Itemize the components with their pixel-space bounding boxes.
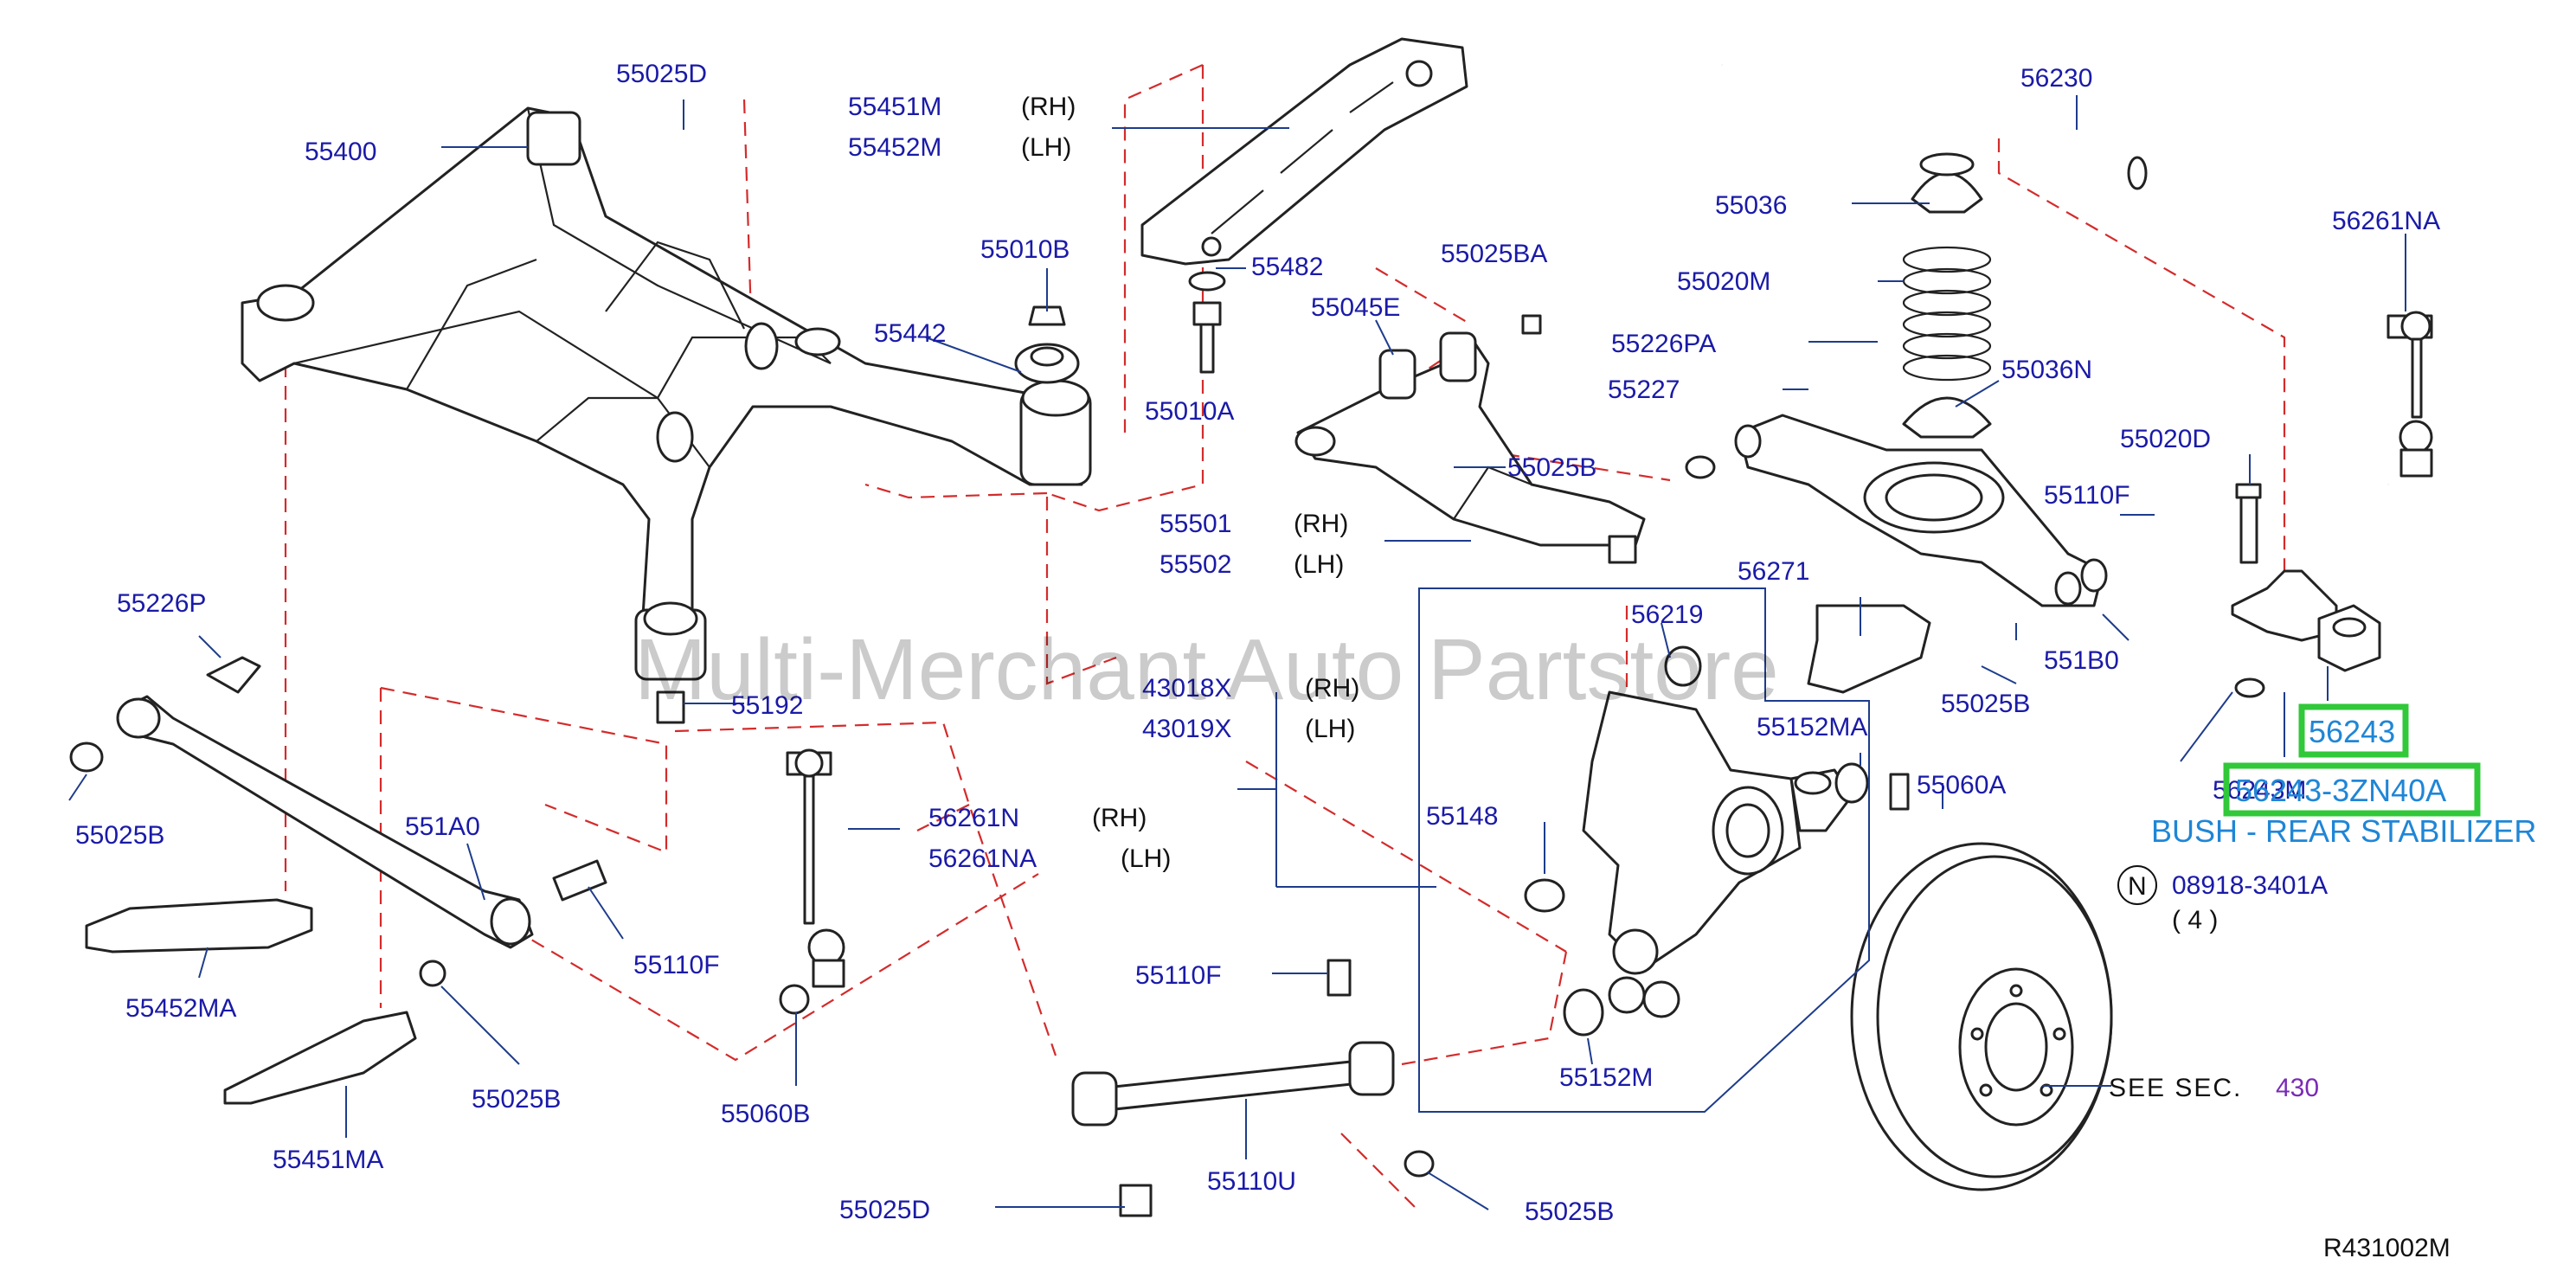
highlight-box-56243[interactable]: [2298, 703, 2409, 758]
see-section-link[interactable]: 430: [2276, 1074, 2319, 1102]
label-56261na-mid[interactable]: 56261NA: [928, 844, 1037, 873]
lower-link-55110u-drawing: [1071, 1041, 1395, 1127]
bracket-56271-drawing: [1807, 604, 1931, 694]
lateral-link-drawing: [116, 695, 607, 949]
label-lh-55502: (LH): [1294, 550, 1344, 579]
label-55452m[interactable]: 55452M: [848, 133, 941, 162]
brake-disc-drawing: [1850, 842, 2113, 1191]
label-55025ba[interactable]: 55025BA: [1441, 240, 1547, 268]
label-56261na-top[interactable]: 56261NA: [2332, 207, 2440, 235]
rear-suspension-member-drawing: [241, 106, 1092, 681]
label-55226p[interactable]: 55226P: [117, 589, 206, 618]
diagram-reference-code: R431002M: [2323, 1234, 2451, 1262]
label-55451ma[interactable]: 55451MA: [273, 1146, 383, 1174]
label-55025b-bottom[interactable]: 55025B: [1525, 1197, 1614, 1226]
hardware-note-part[interactable]: 08918-3401A: [2172, 871, 2328, 900]
label-55482[interactable]: 55482: [1251, 253, 1323, 281]
label-55110f-right[interactable]: 55110F: [2044, 481, 2130, 510]
label-55152m[interactable]: 55152M: [1559, 1063, 1653, 1092]
label-55045e[interactable]: 55045E: [1311, 293, 1400, 322]
label-55501[interactable]: 55501: [1160, 510, 1231, 538]
bracket-55452ma-drawing: [85, 898, 313, 953]
knuckle-group-frame: [1418, 587, 1870, 1113]
label-55025d-bottom[interactable]: 55025D: [839, 1196, 930, 1224]
label-55025b-right[interactable]: 55025B: [1941, 690, 2030, 718]
label-55226pa[interactable]: 55226PA: [1611, 330, 1716, 358]
label-55010a[interactable]: 55010A: [1145, 397, 1234, 426]
stabilizer-link-left-drawing: [779, 748, 845, 1015]
see-section-label: SEE SEC.: [2109, 1074, 2242, 1102]
label-lh: (LH): [1021, 133, 1071, 162]
label-55192[interactable]: 55192: [731, 691, 803, 720]
bushing-stack-drawing: [1014, 271, 1226, 384]
label-55148[interactable]: 55148: [1426, 802, 1498, 831]
label-55400[interactable]: 55400: [305, 138, 376, 166]
label-lh-56261na: (LH): [1121, 844, 1171, 873]
n-symbol-icon: [2117, 865, 2157, 905]
label-55452ma[interactable]: 55452MA: [125, 994, 236, 1023]
coil-spring-drawing: [1902, 152, 1992, 439]
label-lh-43019x: (LH): [1305, 715, 1355, 743]
highlighted-part-group[interactable]: 56243 56243M 56243-3ZN40A BUSH - REAR ST…: [2151, 703, 2536, 849]
highlighted-full-number[interactable]: 56243-3ZN40A: [2235, 773, 2446, 808]
stabilizer-link-right-drawing: [2386, 311, 2433, 478]
label-rh: (RH): [1021, 93, 1076, 121]
label-55025d-top[interactable]: 55025D: [616, 60, 707, 88]
label-55025b-left[interactable]: 55025B: [75, 821, 164, 850]
label-56271[interactable]: 56271: [1738, 557, 1809, 586]
upper-link-drawing: [1294, 314, 1646, 564]
label-551b0[interactable]: 551B0: [2044, 646, 2119, 675]
label-55020m[interactable]: 55020M: [1677, 267, 1770, 296]
lower-link-drawing: [1685, 414, 2108, 607]
label-43018x[interactable]: 43018X: [1142, 674, 1231, 703]
stabilizer-bush-drawing: [2231, 483, 2381, 698]
hardware-note-symbol: N: [2128, 872, 2147, 901]
highlighted-part-description: BUSH - REAR STABILIZER: [2151, 813, 2536, 849]
label-55025b-upper[interactable]: 55025B: [1507, 453, 1596, 482]
highlight-box-full-number[interactable]: [2223, 762, 2481, 817]
knuckle-drawing: [1524, 645, 1869, 1037]
label-55451m[interactable]: 55451M: [848, 93, 941, 121]
label-rh-56261n: (RH): [1092, 804, 1147, 832]
label-55152ma[interactable]: 55152MA: [1757, 713, 1867, 742]
label-55110f-left[interactable]: 55110F: [633, 951, 720, 979]
label-55110f-bottom[interactable]: 55110F: [1135, 961, 1222, 990]
label-55010b[interactable]: 55010B: [980, 235, 1070, 264]
label-55442[interactable]: 55442: [874, 319, 946, 348]
part-labels: 55025D 55400 55451M (RH) 55452M (LH) 550…: [75, 60, 2440, 1226]
label-55060a[interactable]: 55060A: [1917, 771, 2006, 799]
bolt-drawings: [69, 656, 1910, 1217]
label-55020d[interactable]: 55020D: [2120, 425, 2211, 453]
label-55025b-lower[interactable]: 55025B: [472, 1085, 561, 1114]
label-55060b[interactable]: 55060B: [721, 1100, 810, 1128]
bracket-55451ma-drawing: [223, 1011, 417, 1105]
leader-lines: [68, 95, 2406, 1210]
part-drawings: [69, 37, 2433, 1217]
hardware-note-qty: ( 4 ): [2172, 906, 2218, 934]
label-55110u[interactable]: 55110U: [1207, 1167, 1296, 1196]
label-55227[interactable]: 55227: [1608, 376, 1680, 404]
label-55036n[interactable]: 55036N: [2001, 356, 2092, 384]
label-55502[interactable]: 55502: [1160, 550, 1231, 579]
label-56219[interactable]: 56219: [1631, 600, 1703, 629]
watermark: Multi-Merchant Auto Partstore: [634, 621, 1779, 718]
label-43019x[interactable]: 43019X: [1142, 715, 1231, 743]
stabilizer-bar-drawing: [1718, 62, 2393, 486]
label-551a0[interactable]: 551A0: [405, 812, 480, 841]
label-56261n[interactable]: 56261N: [928, 804, 1019, 832]
label-55036[interactable]: 55036: [1715, 191, 1787, 220]
label-rh-55501: (RH): [1294, 510, 1348, 538]
bracket-55451m-drawing: [1140, 37, 1468, 266]
highlighted-part-number[interactable]: 56243: [2309, 714, 2395, 749]
label-56230[interactable]: 56230: [2020, 64, 2092, 93]
label-rh-43018x: (RH): [1305, 674, 1359, 703]
